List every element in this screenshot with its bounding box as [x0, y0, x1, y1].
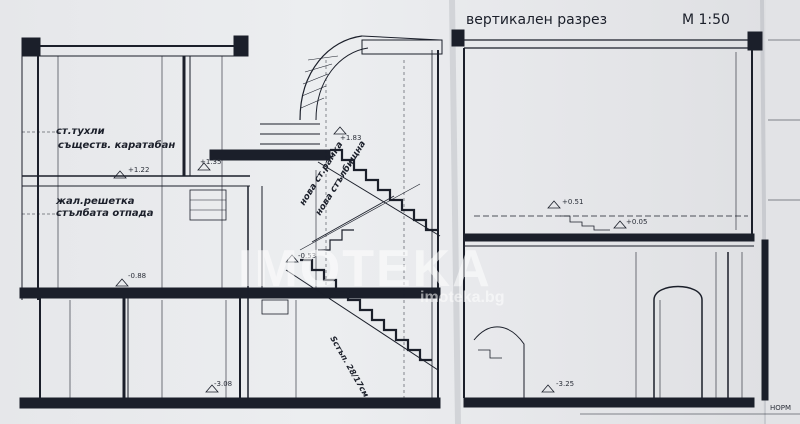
left-section: [19, 35, 441, 409]
level-label: -0.53: [298, 252, 316, 260]
label-grating: жал.решетка: [55, 196, 135, 207]
drawing-title: вертикален разрез: [466, 12, 607, 28]
label-chute: стълбата отпада: [56, 207, 154, 219]
label-step: Ѕстъп. 28/17см: [328, 335, 371, 400]
watermark-url: imoteka.bg: [420, 289, 504, 306]
level-label: +0.51: [562, 198, 583, 206]
level-label: +1.83: [340, 134, 361, 142]
level-markers: [113, 126, 627, 393]
level-label: -3.08: [214, 380, 232, 388]
stamp-text: НОРМ: [770, 404, 791, 412]
stair-section: [209, 35, 443, 398]
paper-fold: [449, 0, 461, 424]
label-existing-attic: съществ. каратабан: [58, 139, 175, 151]
level-label: -3.25: [556, 380, 574, 388]
watermark-brand: IMOTEKA: [238, 240, 492, 298]
right-section: [451, 0, 800, 424]
level-label: -0.88: [128, 272, 146, 280]
level-label: +1.35: [200, 158, 221, 166]
drawing-scale: M 1:50: [682, 12, 730, 28]
label-brick-wall: ст.тухли: [56, 126, 105, 137]
level-label: +1.22: [128, 166, 149, 174]
level-label: +0.05: [626, 218, 647, 226]
